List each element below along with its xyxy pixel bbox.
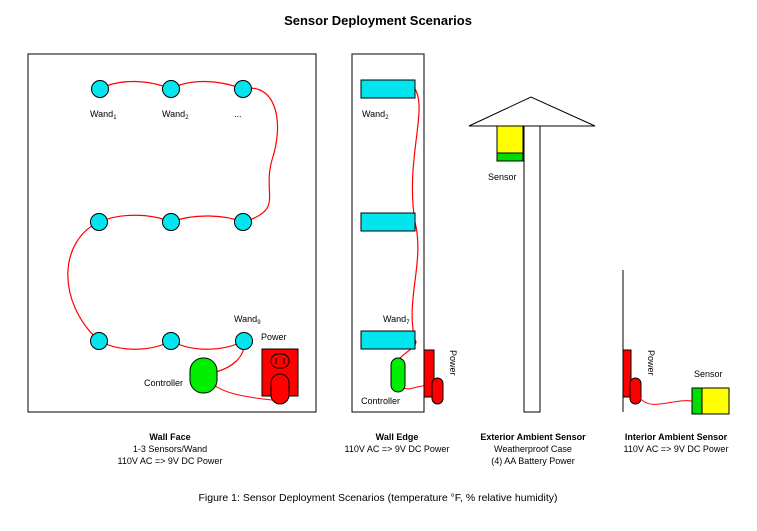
- wall-edge-caption-title: Wall Edge: [376, 432, 419, 442]
- exterior-caption-line2: (4) AA Battery Power: [491, 456, 575, 466]
- wand-ellipsis-label: ...: [234, 109, 242, 119]
- wand-node: [162, 332, 180, 350]
- interior-caption-title: Interior Ambient Sensor: [625, 432, 728, 442]
- wall-face-caption-line2: 110V AC => 9V DC Power: [118, 456, 223, 466]
- interior-sensor-label: Sensor: [694, 369, 723, 379]
- wand-node: [162, 213, 180, 231]
- wand-node: [234, 213, 252, 231]
- edge-power-outlet: [423, 349, 435, 398]
- interior-sensor-base: [691, 387, 703, 415]
- exterior-sensor-base: [496, 152, 524, 162]
- wand-node: [90, 213, 108, 231]
- interior-power-plug: [629, 377, 642, 405]
- edge-wand-2-label: Wand2: [362, 109, 389, 121]
- controller-box: [189, 357, 218, 394]
- exterior-caption-title: Exterior Ambient Sensor: [480, 432, 586, 442]
- wand-2-label: Wand2: [162, 109, 189, 121]
- interior-sensor-wire: [639, 397, 693, 405]
- wand-node: [235, 332, 253, 350]
- wand-bar: [360, 212, 416, 232]
- exterior-caption-line1: Weatherproof Case: [494, 444, 572, 454]
- figure-caption: Figure 1: Sensor Deployment Scenarios (t…: [198, 492, 557, 504]
- wall-face-caption-title: Wall Face: [149, 432, 190, 442]
- exterior-pole: [523, 125, 541, 413]
- wall-edge-frame: [351, 53, 425, 413]
- wall-face-panel: Wand1 Wand2 ... Wand9 Power Controller: [27, 53, 317, 413]
- wall-face-power-wire: [212, 383, 273, 401]
- wand-node: [90, 332, 108, 350]
- interior-panel: Power Sensor: [622, 270, 730, 415]
- interior-caption-line1: 110V AC => 9V DC Power: [624, 444, 729, 454]
- wand-1-label: Wand1: [90, 109, 117, 121]
- wall-face-wire: [67, 80, 279, 350]
- interior-power-outlet: [622, 349, 632, 398]
- wall-edge-panel: Wand2 Wand7 Controller Power: [351, 53, 458, 413]
- wand-node: [234, 80, 252, 98]
- edge-power-label: Power: [448, 350, 458, 376]
- wand-9-label: Wand9: [234, 314, 261, 326]
- wall-face-controller-label: Controller: [144, 378, 183, 388]
- exterior-roof: [468, 96, 596, 127]
- power-outlet: [261, 348, 299, 405]
- edge-controller: [390, 357, 406, 393]
- edge-power-plug: [431, 377, 444, 405]
- exterior-sensor-label: Sensor: [488, 172, 517, 182]
- wand-bar: [360, 79, 416, 99]
- diagram-title: Sensor Deployment Scenarios: [284, 13, 472, 28]
- wand-node: [162, 80, 180, 98]
- wall-edge-caption-line1: 110V AC => 9V DC Power: [345, 444, 450, 454]
- wand-node: [91, 80, 109, 98]
- edge-wand-7-label: Wand7: [383, 314, 410, 326]
- wall-face-power-label: Power: [261, 332, 287, 342]
- exterior-sensor-case: [496, 125, 524, 154]
- wall-face-caption-line1: 1-3 Sensors/Wand: [133, 444, 207, 454]
- interior-sensor-case: [701, 387, 730, 415]
- wand-bar: [360, 330, 416, 350]
- exterior-panel: Sensor: [468, 96, 596, 413]
- edge-controller-label: Controller: [361, 396, 400, 406]
- interior-power-label: Power: [646, 350, 656, 376]
